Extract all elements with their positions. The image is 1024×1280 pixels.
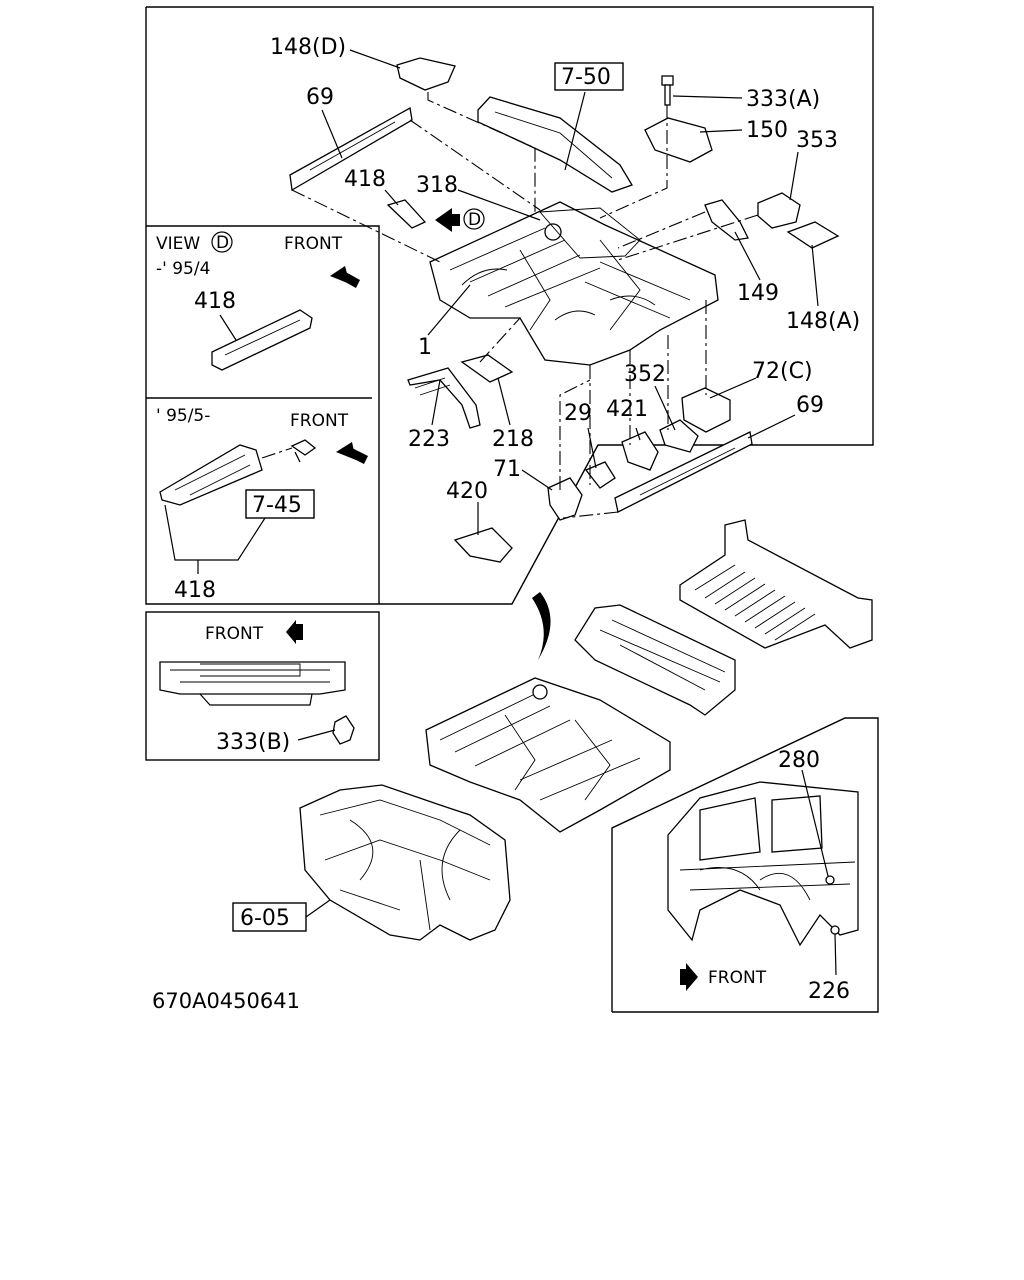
inset-view-frame [146, 225, 380, 604]
inset-95-5-front: FRONT [290, 411, 349, 431]
figure-code: 670A0450641 [152, 989, 300, 1013]
front-body-structure [299, 784, 511, 941]
leader-lines [321, 49, 819, 535]
front-arrow-right-icon [680, 963, 698, 991]
label-218: 218 [492, 427, 534, 452]
bracket-148d [396, 57, 456, 91]
bracket-418-top [386, 199, 427, 229]
ref-7-50-text: 7-50 [561, 65, 611, 90]
bolt-333a [661, 75, 674, 106]
label-223: 223 [408, 427, 450, 452]
bracket-29 [584, 461, 616, 489]
inset-95-5: ' 95/5- FRONT 7-45 418 [156, 406, 368, 603]
front-arrow-icon [330, 266, 360, 288]
brace-223 [407, 367, 481, 429]
label-352: 352 [624, 362, 666, 387]
inset-95-5-part: 418 [174, 578, 216, 603]
view-d-letter: D [216, 233, 229, 253]
label-333b: 333(B) [216, 730, 290, 755]
view-d-arrow [435, 208, 460, 232]
plate-218 [460, 354, 514, 383]
view-d-front: FRONT [284, 234, 343, 254]
inset-view-d: VIEW D -' 95/4 FRONT 418 [156, 231, 360, 371]
bracket-421 [621, 431, 659, 471]
ref-7-45-text: 7-45 [252, 493, 302, 518]
label-d-letter: D [468, 210, 481, 230]
bracket-71 [547, 477, 583, 521]
bracket-352 [659, 419, 699, 453]
ref-box-6-05[interactable]: 6-05 [232, 902, 307, 932]
label-72c: 72(C) [752, 359, 813, 384]
ref-box-7-45[interactable]: 7-45 [245, 489, 315, 519]
bracket-149 [704, 199, 749, 241]
rear-cross-member [574, 604, 736, 716]
bolt-333b-icon [332, 715, 355, 745]
label-418-top: 418 [344, 167, 386, 192]
bracket-353 [757, 192, 801, 229]
label-149: 149 [737, 281, 779, 306]
bracket-150 [644, 117, 713, 163]
label-69-top: 69 [306, 85, 334, 110]
range-new: ' 95/5- [156, 406, 210, 426]
view-d-part-label: 418 [194, 289, 236, 314]
bolt-icon [290, 439, 317, 463]
label-421: 421 [606, 397, 648, 422]
bracket-418-old [211, 309, 313, 371]
side-sill-69-top [289, 106, 413, 192]
label-29: 29 [564, 401, 592, 426]
label-71: 71 [493, 457, 521, 482]
label-d-circled: D [463, 208, 485, 230]
label-333a: 333(A) [746, 87, 820, 112]
bracket-418-new [159, 444, 263, 506]
label-1: 1 [418, 335, 432, 360]
inset-rear-front: FRONT [708, 968, 767, 988]
label-226: 226 [808, 979, 850, 1004]
label-280: 280 [778, 748, 820, 773]
curved-arrow [532, 592, 551, 660]
rear-floor-panel [679, 519, 873, 649]
front-arrow-icon-2 [336, 442, 368, 464]
bracket-72c [681, 387, 731, 433]
inset-333b-front: FRONT [205, 624, 264, 644]
bracket-420 [453, 527, 513, 563]
label-150: 150 [746, 118, 788, 143]
view-d-range: -' 95/4 [156, 259, 210, 279]
side-sill-69-right [614, 431, 753, 513]
label-420: 420 [446, 479, 488, 504]
label-69-right: 69 [796, 393, 824, 418]
ref-box-7-50[interactable]: 7-50 [554, 62, 624, 91]
floor-assembly-lower [425, 677, 671, 833]
bracket-148a [786, 221, 840, 249]
label-353: 353 [796, 128, 838, 153]
label-318: 318 [416, 173, 458, 198]
tunnel-reinforcement [477, 96, 633, 193]
label-148a: 148(A) [786, 309, 860, 334]
label-148d: 148(D) [270, 35, 346, 60]
view-d-title: VIEW [156, 234, 200, 254]
main-frame [145, 6, 874, 605]
front-arrow-left-icon [286, 620, 303, 644]
inset-rear-body: 280 226 FRONT [611, 717, 879, 1013]
ref-6-05-text: 6-05 [240, 906, 290, 931]
inset-333b: FRONT 333(B) [145, 611, 380, 761]
